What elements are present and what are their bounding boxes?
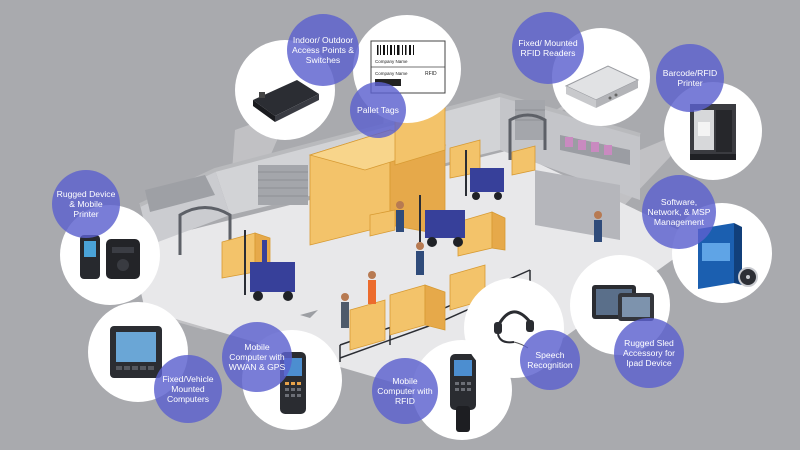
label-access-points-text: Indoor/ Outdoor Access Points & Switches — [291, 35, 355, 65]
software-bubble — [672, 203, 772, 303]
label-speech-text: Speech Recognition — [527, 350, 573, 370]
label-speech: Speech Recognition — [520, 330, 580, 390]
tag-company-name: Company Name — [375, 59, 408, 64]
label-barcode-printer-text: Barcode/RFID Printer — [662, 68, 718, 88]
vehicle-computer-icon — [110, 326, 162, 378]
label-vehicle-computers-text: Fixed/Vehicle Mounted Computers — [162, 374, 214, 404]
access-point-icon — [253, 80, 319, 122]
tag-rfid-text: RFID — [425, 71, 437, 77]
label-vehicle-computers: Fixed/Vehicle Mounted Computers — [154, 355, 222, 423]
label-pallet-tags: Pallet Tags — [350, 82, 406, 138]
tag-company-name-2: Company Name — [375, 71, 408, 76]
label-mobile-rfid: Mobile Computer with RFID — [372, 358, 438, 424]
label-software: Software, Network, & MSP Management — [642, 175, 716, 249]
label-rfid-readers: Fixed/ Mounted RFID Readers — [512, 12, 584, 84]
access-point-bubble — [235, 40, 335, 140]
label-rugged-device-text: Rugged Device & Mobile Printer — [56, 189, 116, 219]
label-rfid-readers-text: Fixed/ Mounted RFID Readers — [518, 38, 578, 58]
rfid-reader-icon — [564, 65, 640, 108]
label-mobile-wwan-text: Mobile Computer with WWAN & GPS — [228, 342, 286, 372]
headset-icon — [494, 310, 534, 349]
label-barcode-printer: Barcode/RFID Printer — [656, 44, 724, 112]
tablet-sled-icon — [592, 285, 654, 321]
label-mobile-wwan: Mobile Computer with WWAN & GPS — [222, 322, 292, 392]
label-sled: Rugged Sled Accessory for Ipad Device — [614, 318, 684, 388]
label-rugged-device: Rugged Device & Mobile Printer — [52, 170, 120, 238]
mobile-printer-icon — [80, 235, 140, 279]
label-access-points: Indoor/ Outdoor Access Points & Switches — [287, 14, 359, 86]
rfid-handheld-icon — [450, 354, 476, 432]
label-software-text: Software, Network, & MSP Management — [647, 197, 711, 227]
software-box-icon — [698, 223, 758, 289]
rfid-reader-bubble — [552, 28, 650, 126]
label-sled-text: Rugged Sled Accessory for Ipad Device — [622, 338, 676, 368]
label-mobile-rfid-text: Mobile Computer with RFID — [377, 376, 433, 406]
barcode-printer-icon — [690, 104, 736, 160]
label-pallet-tags-text: Pallet Tags — [357, 105, 399, 115]
